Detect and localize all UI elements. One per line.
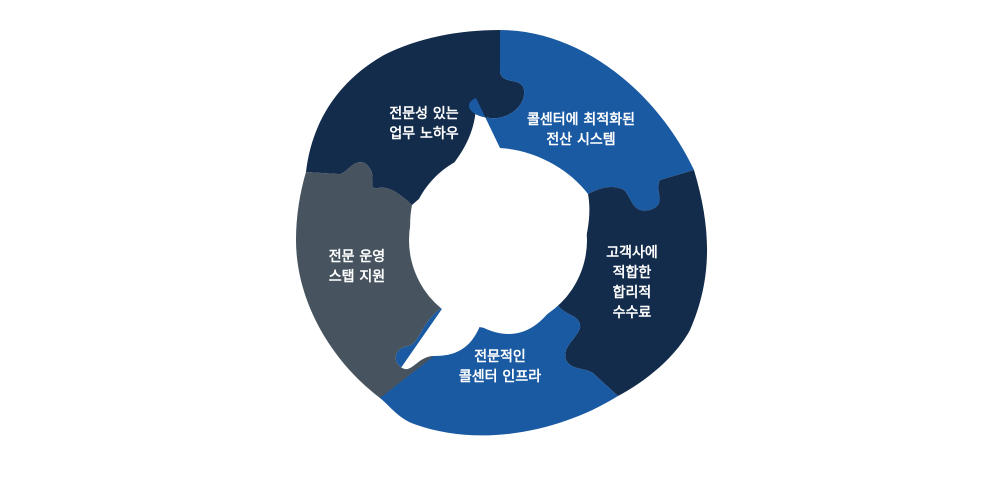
segment-fee	[556, 170, 708, 396]
segment-it-system	[468, 30, 694, 211]
segment-infra	[380, 302, 618, 436]
segment-expertise	[306, 30, 525, 205]
segment-staff	[296, 162, 444, 398]
center-hole	[409, 151, 587, 329]
